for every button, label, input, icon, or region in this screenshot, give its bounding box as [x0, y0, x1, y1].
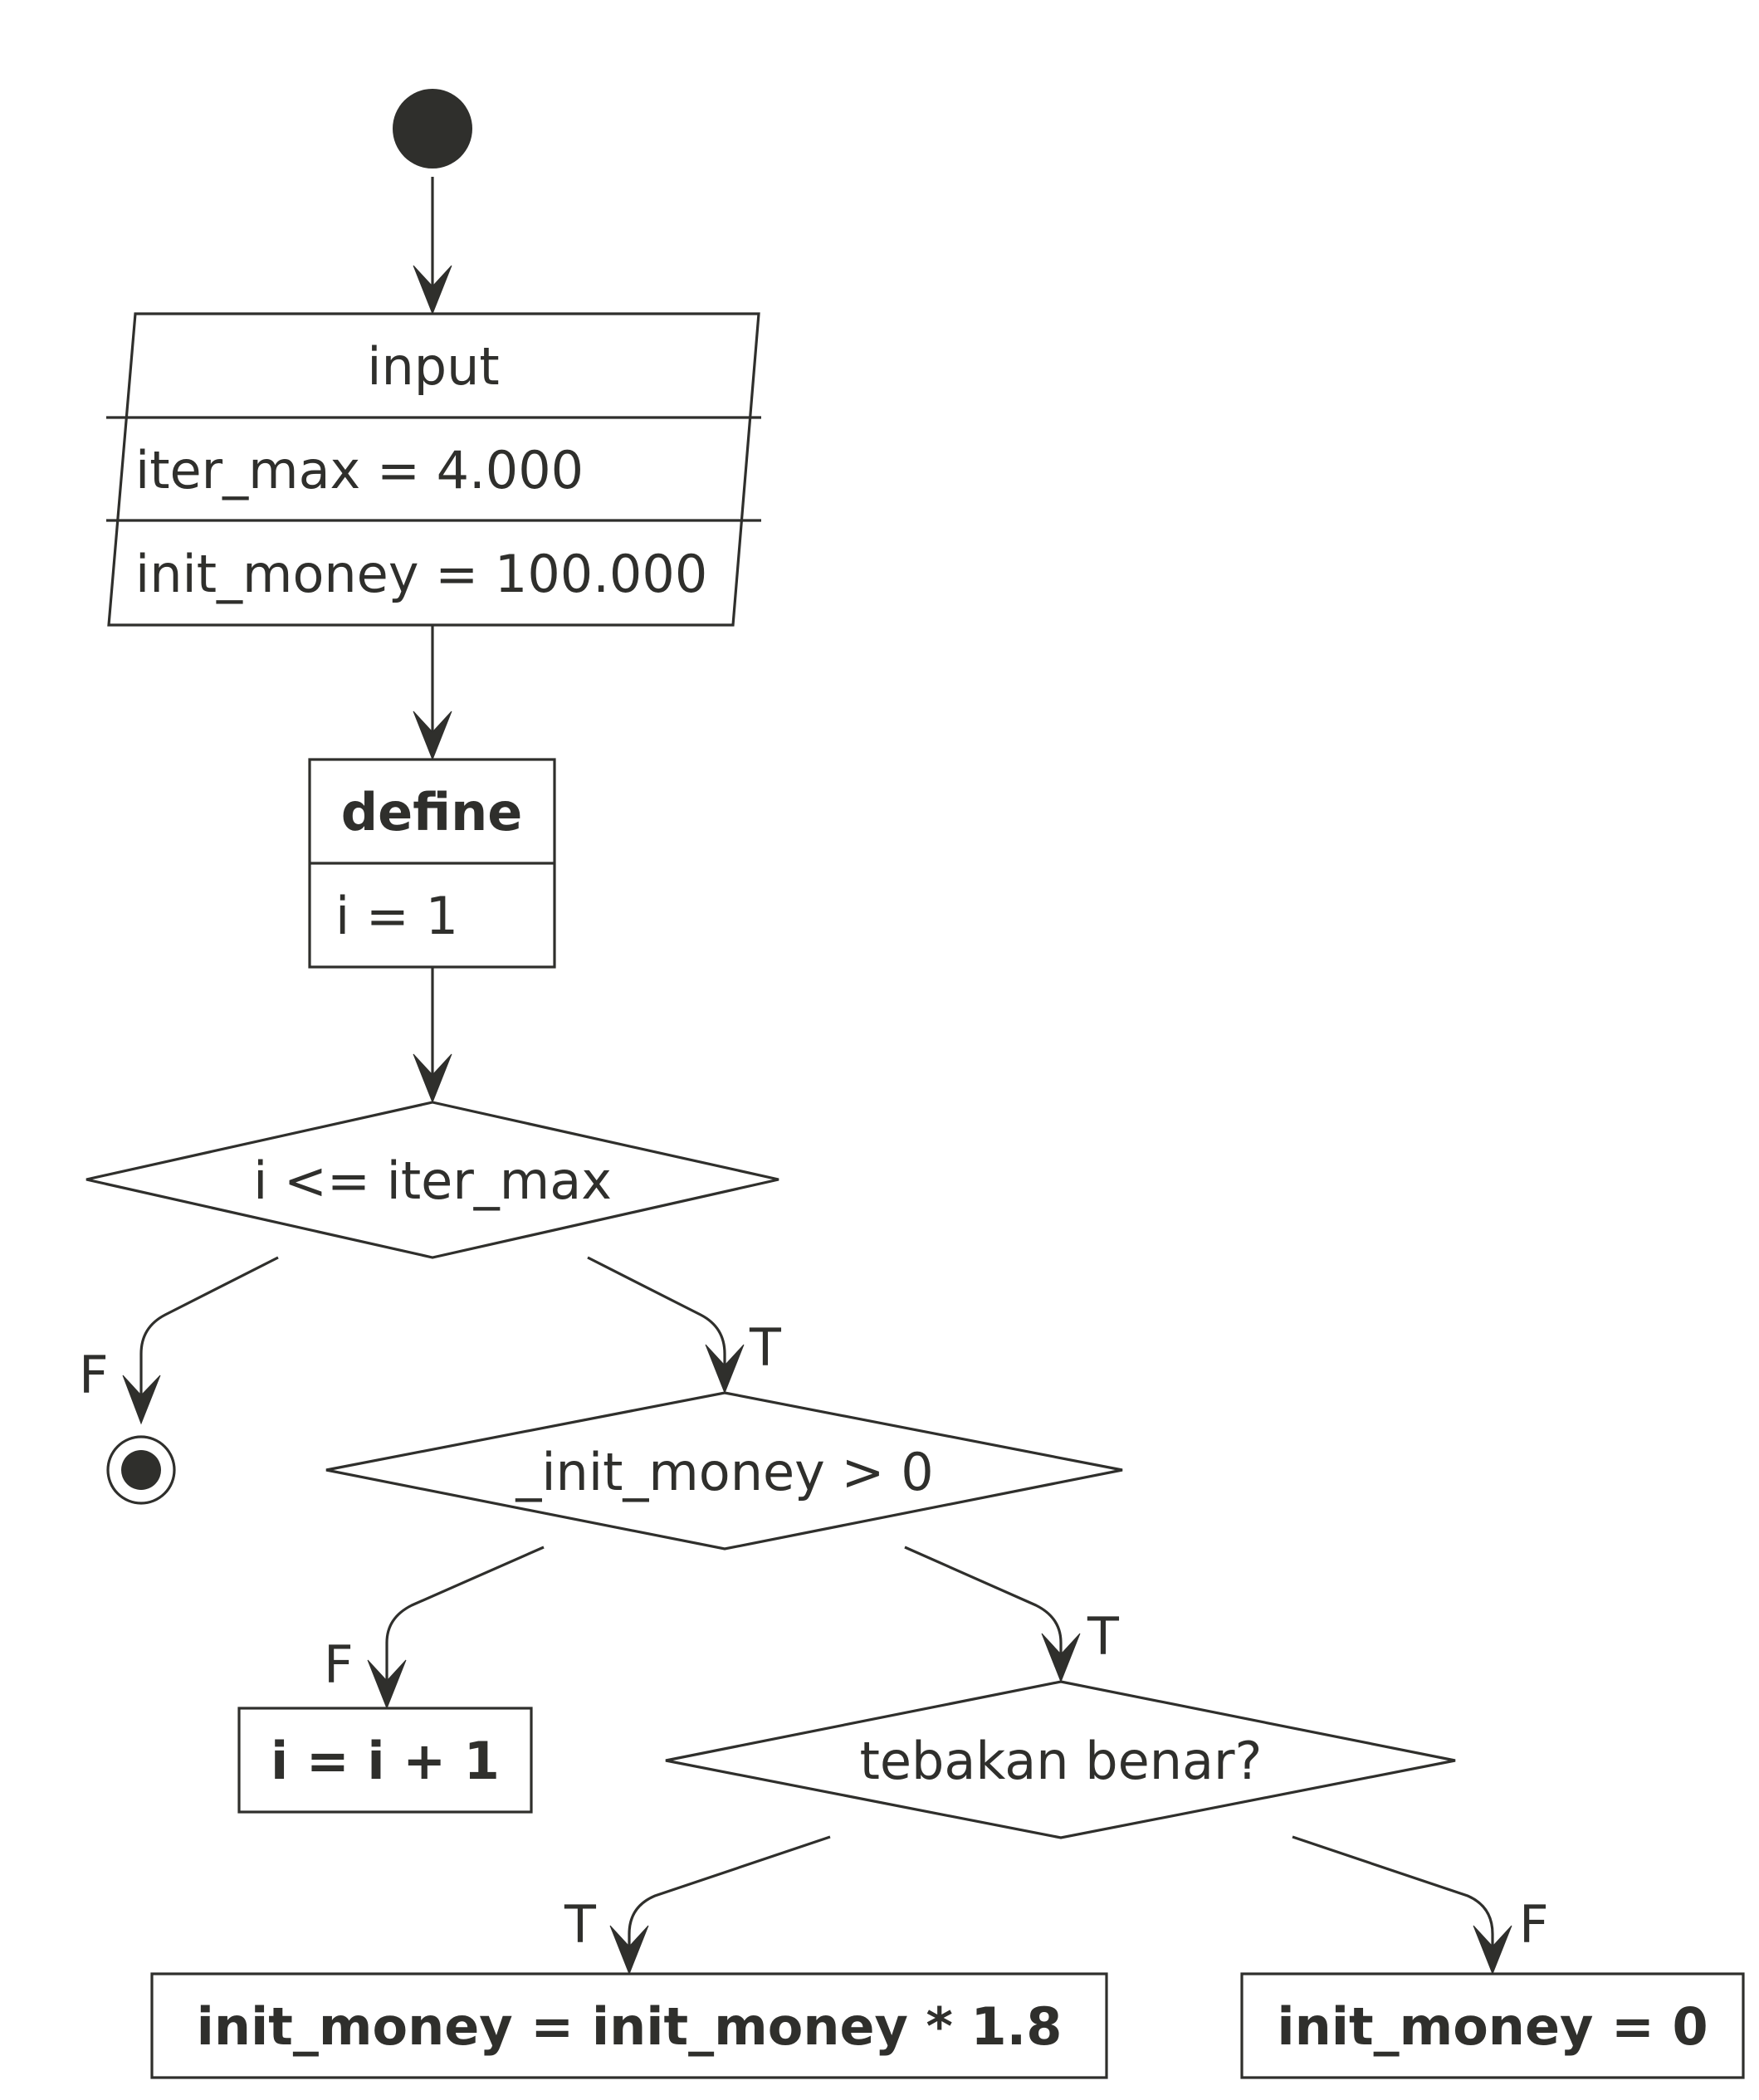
decision-guess-true-label: T: [564, 1894, 597, 1955]
arrowhead-multiply: [609, 1925, 649, 1975]
decision-loop-label: i <= iter_max: [253, 1150, 612, 1211]
arrowhead-guess: [1041, 1633, 1081, 1683]
decision-loop-false-label: F: [79, 1345, 109, 1405]
arrowhead-loop: [413, 1053, 452, 1104]
decision-guess-false-label: F: [1519, 1894, 1549, 1955]
input-box-line2: init_money = 100.000: [135, 544, 707, 604]
multiply-box-label: init_money = init_money * 1.8: [197, 1996, 1063, 2057]
end-node: [106, 1435, 176, 1505]
arrowhead-end: [122, 1375, 161, 1425]
multiply-box: init_money = init_money * 1.8: [150, 1972, 1108, 2079]
edge-money-false: [385, 1546, 545, 1697]
decision-loop: i <= iter_max: [86, 1101, 779, 1259]
arrowhead-define: [413, 711, 452, 761]
decision-money-label: _init_money > 0: [515, 1442, 933, 1502]
decision-loop-true-label: T: [749, 1317, 782, 1378]
increment-box: i = i + 1: [237, 1707, 533, 1814]
decision-money: _init_money > 0: [325, 1391, 1123, 1551]
zero-box: init_money = 0: [1240, 1972, 1745, 2079]
arrowhead-input: [413, 265, 452, 315]
edge-loop-true: [587, 1256, 726, 1382]
decision-guess-label: tebakan benar?: [860, 1731, 1263, 1791]
increment-box-label: i = i + 1: [271, 1731, 500, 1791]
input-box: input iter_max = 4.000 init_money = 100.…: [106, 312, 761, 627]
decision-guess: tebakan benar?: [665, 1680, 1456, 1839]
input-box-line1: iter_max = 4.000: [135, 440, 584, 501]
arrowhead-increment: [367, 1659, 407, 1710]
define-box-title: define: [341, 782, 523, 842]
edge-loop-false: [139, 1256, 279, 1415]
define-box: define i = 1: [308, 758, 556, 969]
decision-money-true-label: T: [1087, 1606, 1120, 1667]
zero-box-label: init_money = 0: [1277, 1996, 1708, 2057]
define-box-line1: i = 1: [335, 886, 458, 946]
arrowhead-money: [705, 1344, 745, 1394]
edge-guess-true: [628, 1835, 831, 1963]
start-node: [393, 89, 472, 168]
arrowhead-zero: [1473, 1925, 1512, 1975]
decision-money-false-label: F: [324, 1634, 354, 1695]
edge-money-true: [904, 1546, 1063, 1672]
edge-guess-false: [1292, 1835, 1494, 1963]
input-box-title: input: [367, 336, 499, 397]
